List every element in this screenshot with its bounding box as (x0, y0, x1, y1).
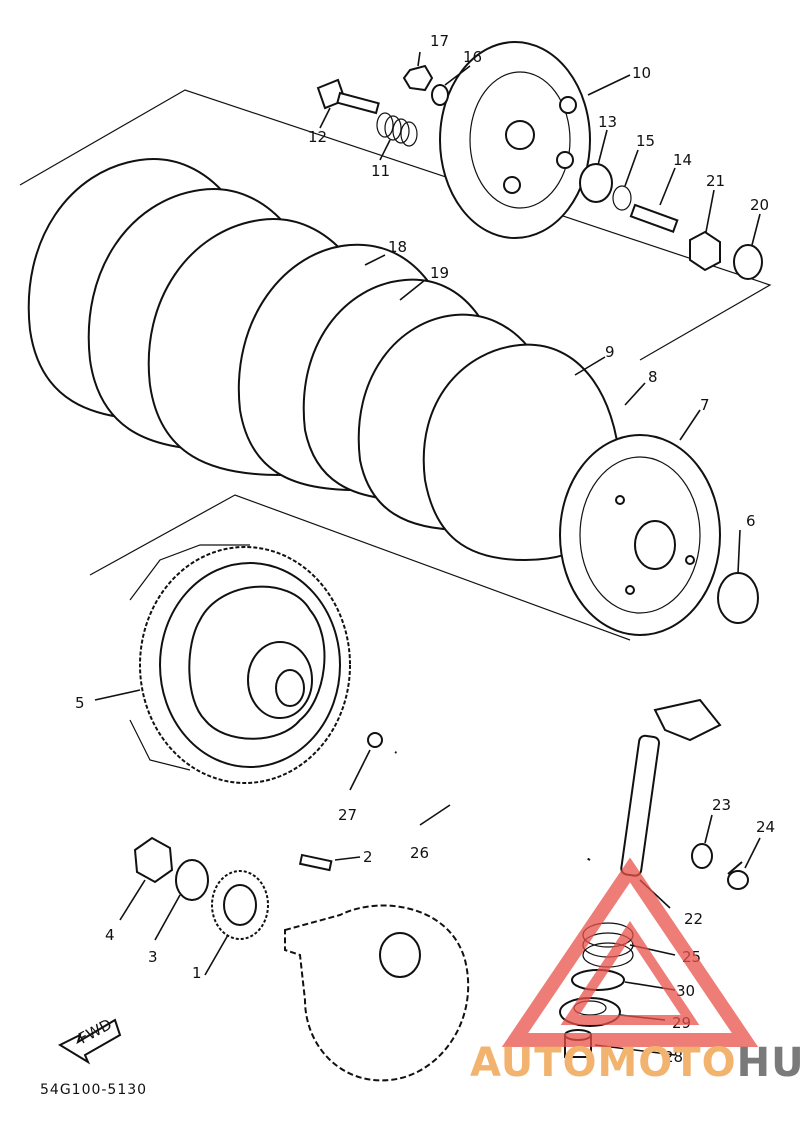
push-lever-22 (620, 698, 722, 877)
push-rod-26 (394, 749, 591, 861)
nut-4 (133, 836, 174, 884)
callout-1: 1 (192, 964, 202, 982)
callout-23: 23 (712, 796, 731, 814)
callout-8: 8 (648, 368, 658, 386)
callout-2: 2 (363, 848, 373, 866)
diagram-code: 54G100-5130 (40, 1082, 147, 1098)
nut-17 (402, 64, 434, 92)
callout-19: 19 (430, 264, 449, 282)
screw-24 (727, 861, 749, 890)
lock-washer-20 (733, 244, 763, 280)
watermark-text: AUTOMOTOHUB (470, 1040, 800, 1086)
crankshaft (284, 904, 470, 1082)
callout-17: 17 (430, 32, 449, 50)
washer-6 (717, 572, 759, 624)
spring-11 (376, 112, 418, 147)
callout-7: 7 (700, 396, 710, 414)
small-parts-top (316, 64, 763, 280)
watermark: AUTOMOTOHUB (470, 857, 800, 1086)
callout-5: 5 (75, 694, 85, 712)
lower-group-bracket (89, 494, 631, 641)
watermark-triangle (501, 857, 759, 1047)
pressure-plate (439, 41, 591, 239)
callout-24: 24 (756, 818, 775, 836)
watermark-part2: HUB (737, 1040, 800, 1086)
callout-30: 30 (676, 982, 695, 1000)
washer-16 (431, 84, 449, 106)
callout-21: 21 (706, 172, 725, 190)
callout-16: 16 (463, 48, 482, 66)
callout-18: 18 (388, 238, 407, 256)
key-2 (298, 853, 333, 872)
oil-seal-23 (691, 843, 713, 869)
callout-6: 6 (746, 512, 756, 530)
ball-27 (367, 732, 383, 748)
callout-9: 9 (605, 343, 615, 361)
friction-plate-stack (27, 158, 622, 562)
callout-10: 10 (632, 64, 651, 82)
callout-26: 26 (410, 844, 429, 862)
callout-3: 3 (148, 948, 158, 966)
primary-driven-gear (129, 544, 351, 784)
washer-3 (175, 859, 209, 901)
bearing-13 (579, 163, 613, 203)
callout-15: 15 (636, 132, 655, 150)
push-rod-14 (629, 203, 679, 233)
clutch-boss (559, 434, 721, 636)
callout-22: 22 (684, 910, 703, 928)
callout-11: 11 (371, 162, 390, 180)
callout-28: 28 (664, 1048, 683, 1066)
primary-drive-gear-1 (211, 870, 269, 940)
watermark-part1: AUTOMOTO (470, 1040, 737, 1086)
callout-12: 12 (308, 128, 327, 146)
fwd-arrow: FWD (57, 1015, 122, 1065)
callout-27: 27 (338, 806, 357, 824)
callout-13: 13 (598, 113, 617, 131)
nut-21 (689, 230, 721, 272)
callout-4: 4 (105, 926, 115, 944)
callout-14: 14 (673, 151, 692, 169)
callout-20: 20 (750, 196, 769, 214)
circlip-15 (612, 185, 632, 211)
